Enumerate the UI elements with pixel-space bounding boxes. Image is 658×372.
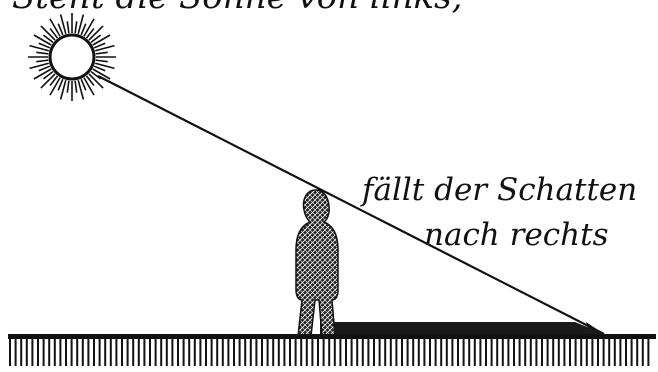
caption-top-cut: Steht die Sonne von links,: [12, 0, 462, 17]
shadow: [320, 322, 604, 336]
sun-ray: [75, 21, 77, 33]
caption-line-1: fällt der Schatten: [360, 172, 637, 208]
sun-ray: [36, 52, 48, 54]
sun-icon: [28, 13, 116, 101]
sun-ray: [75, 81, 77, 93]
caption-line-2: nach rechts: [424, 217, 609, 253]
sun-ray: [67, 81, 69, 93]
sun-ray: [67, 21, 69, 33]
person-figure: [296, 190, 338, 336]
sun-ray: [36, 60, 48, 62]
sun-ray: [96, 52, 108, 54]
sun-ray: [96, 60, 108, 62]
ground: [8, 334, 656, 366]
